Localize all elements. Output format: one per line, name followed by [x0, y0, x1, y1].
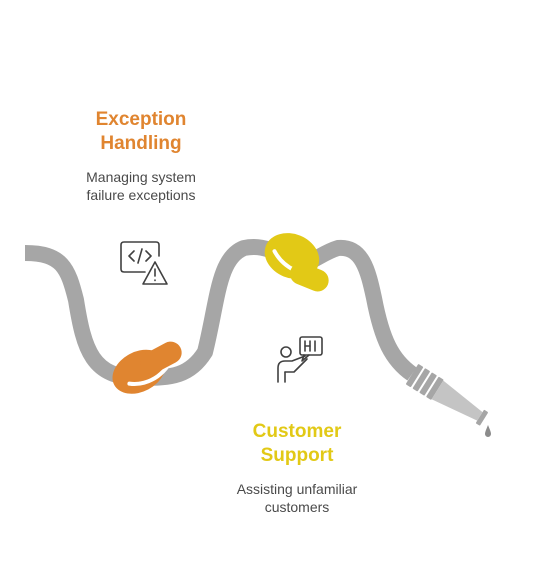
code-warning-icon [120, 241, 168, 285]
hose-nozzle [406, 364, 488, 426]
exception-handling-description: Managing system failure exceptions [86, 169, 196, 203]
nozzle-ring [419, 372, 437, 396]
presenter-speech-icon [277, 336, 323, 383]
nozzle-ring [426, 376, 444, 400]
hose-body [24, 239, 417, 387]
knot-band [140, 341, 182, 374]
exception-knot [112, 341, 182, 394]
nozzle-ring [412, 368, 430, 392]
nozzle-end [475, 409, 488, 426]
support-knot [264, 233, 329, 292]
knot-band [289, 262, 329, 292]
customer-support-title: Customer Support [252, 421, 342, 466]
nozzle-ring [406, 364, 424, 387]
customer-support-description: Assisting unfamiliar customers [236, 481, 358, 515]
exception-handling-title: Exception Handling [95, 109, 187, 154]
water-drip [485, 425, 491, 437]
nozzle-tip [431, 380, 483, 421]
